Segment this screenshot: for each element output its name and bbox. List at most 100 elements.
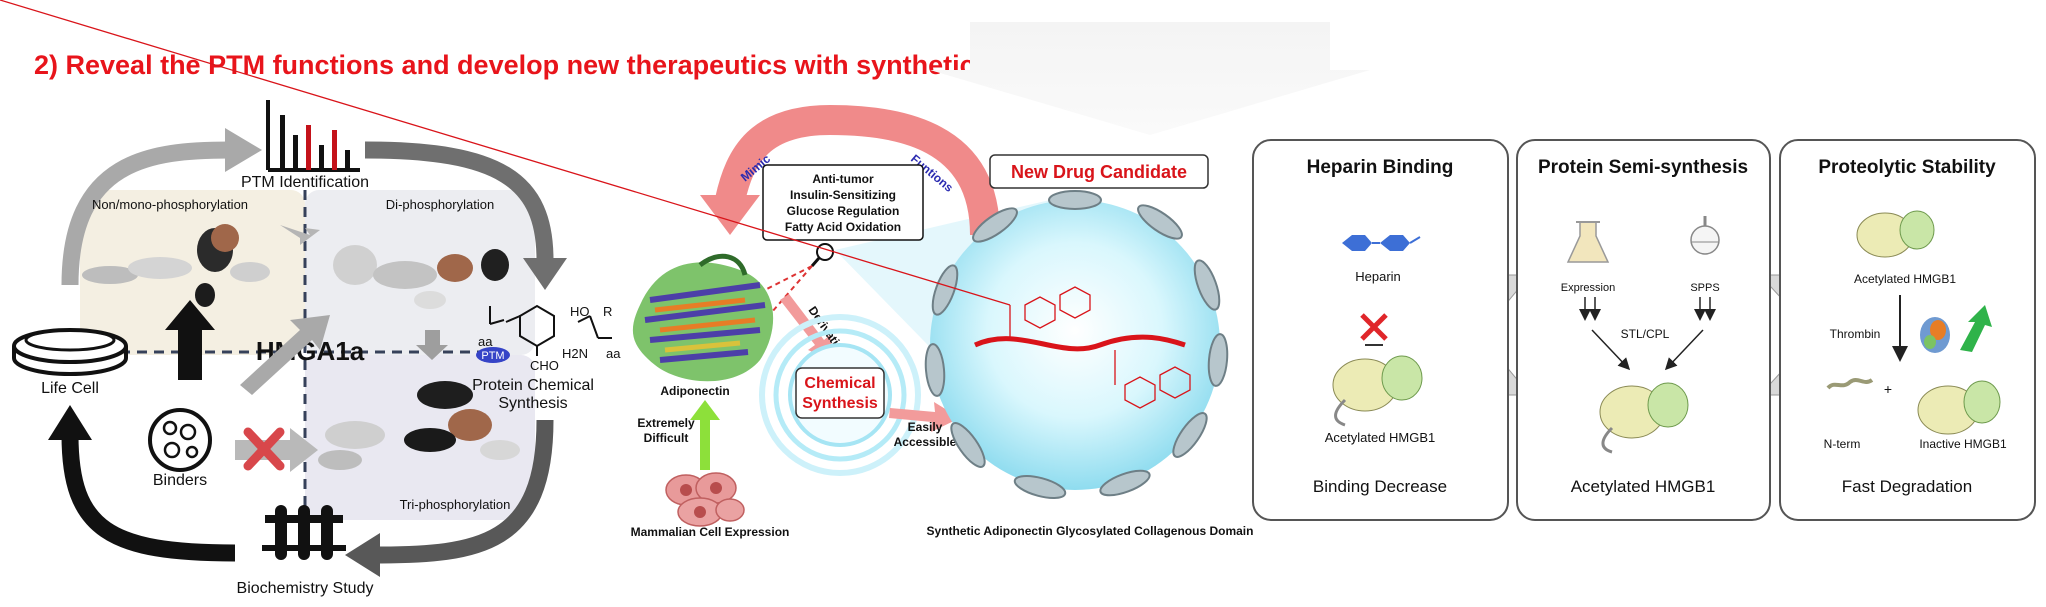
adiponectin-label: Adiponectin <box>660 384 729 398</box>
zoom-line-1 <box>754 265 813 296</box>
chem-aa2: aa <box>606 346 621 361</box>
flask-icon <box>1566 221 1610 263</box>
thrombin-label: Thrombin <box>1830 327 1881 341</box>
inactive-label: Inactive HMGB1 <box>1919 437 2007 451</box>
cycle-arrow-bottom-right-head <box>345 533 380 577</box>
magnifier-icon <box>810 243 834 267</box>
down-arrow-small <box>416 330 448 360</box>
easily-label-1: Easily <box>908 420 943 434</box>
panel-semi-title: Protein Semi-synthesis <box>1538 157 1748 178</box>
protein-structure-di <box>333 245 509 309</box>
n-term-fragment-icon <box>1826 378 1874 390</box>
blocked-arrow <box>235 428 318 472</box>
mimic-functions-arrow <box>715 104 1000 236</box>
expression-label: Expression <box>1561 282 1615 294</box>
chemical-synthesis-box <box>795 367 885 419</box>
easily-label-2: Accessible <box>894 435 957 449</box>
heparin-acetylated-label: Acetylated HMGB1 <box>1325 430 1436 445</box>
tri-label: Tri-phosphorylation <box>400 497 511 512</box>
easily-accessible-arrow <box>889 402 960 432</box>
binders-label: Binders <box>153 472 207 489</box>
binder-up-arrow <box>165 300 215 380</box>
synthesis-ring-mid <box>773 328 907 462</box>
green-up-arrow <box>690 400 720 470</box>
non-mono-label: Non/mono-phosphorylation <box>92 197 248 212</box>
adiponectin-section: Mimic Funtions Anti-tumor Insulin-Sensit… <box>0 0 1253 539</box>
panel-heparin-title: Heparin Binding <box>1307 157 1454 178</box>
function-item-4: Fatty Acid Oxidation <box>785 220 901 234</box>
drug-sphere <box>930 200 1220 490</box>
glycan-structures <box>0 0 1191 409</box>
chem-ptm: PTM <box>481 350 504 362</box>
protein-chem-label-2: Synthesis <box>498 395 567 412</box>
diagonal-arrow-small <box>280 225 320 245</box>
cycle-arrow-bottom-left <box>61 434 236 562</box>
function-item-2: Insulin-Sensitizing <box>790 188 896 202</box>
cycle-arrow-top-right <box>364 141 554 261</box>
acetylated-hmgb1-icon <box>1856 210 1935 258</box>
panel-proteolytic-footer: Fast Degradation <box>1842 477 1972 496</box>
new-drug-label: New Drug Candidate <box>1011 162 1187 182</box>
chem-cho: CHO <box>530 358 559 373</box>
panel-semi-synthesis: Protein Semi-synthesis Expression SPPS S… <box>1516 139 1771 521</box>
protein-chem-label-1: Protein Chemical <box>472 377 594 394</box>
peptide-backbone <box>973 334 1186 352</box>
test-tubes-icon <box>262 505 346 560</box>
inactive-hmgb1-icon <box>1917 380 2001 435</box>
zoom-line-2 <box>764 265 813 321</box>
biochemistry-label: Biochemistry Study <box>237 580 374 597</box>
stl-label: STL/CPL <box>1621 327 1670 341</box>
binders-icon <box>148 408 212 472</box>
ptm-badge <box>476 347 510 363</box>
panel-heparin-binding: Heparin Binding Heparin Acetylated HMGB1… <box>1252 139 1509 521</box>
sphere-ring-segments <box>924 190 1229 499</box>
protein-structure-tri <box>318 381 520 470</box>
acetylated-hmgb1-icon <box>1332 355 1423 427</box>
red-x-icon <box>243 427 285 471</box>
thrombin-structure-icon <box>1920 317 1950 353</box>
derivation-arrow <box>780 294 835 362</box>
spectrum-icon <box>266 100 360 172</box>
petri-dish-icon <box>12 328 128 376</box>
function-list-box <box>762 164 924 241</box>
di-label: Di-phosphorylation <box>386 197 494 212</box>
cycle-arrow-bottom-right <box>374 419 554 564</box>
function-item-1: Anti-tumor <box>812 172 874 186</box>
figure-title: 2) Reveal the PTM functions and develop … <box>34 50 1089 80</box>
background-arrow <box>930 22 1370 135</box>
life-cell-label: Life Cell <box>41 380 99 397</box>
chem-ho: HO <box>570 304 590 319</box>
panel-heparin-footer: Binding Decrease <box>1313 477 1447 496</box>
panel-proteolytic-title: Proteolytic Stability <box>1818 157 1996 178</box>
cycle-arrow-bottom-left-head <box>48 405 92 440</box>
adiponectin-structure-icon <box>632 253 774 382</box>
plus-sign: + <box>1884 381 1892 397</box>
panel-semi-footer: Acetylated HMGB1 <box>1571 477 1716 496</box>
chem-r: R <box>603 304 612 319</box>
ligation-structure <box>476 304 612 363</box>
acetylated-hmgb1-icon <box>1599 382 1689 454</box>
cycle-arrow-top-left-head <box>225 128 262 172</box>
ptm-cycle: PTM Identification Non/mono-phosphorylat… <box>12 100 621 597</box>
quadrant-non-mono <box>80 190 305 355</box>
extremely-label-2: Difficult <box>644 431 689 445</box>
diagonal-arrow-upper <box>240 315 330 395</box>
function-item-3: Glucose Regulation <box>787 204 900 218</box>
proteolytic-acetylated-label: Acetylated HMGB1 <box>1854 272 1956 286</box>
synthetic-adiponectin-label: Synthetic Adiponectin Glycosylated Colla… <box>927 524 1254 538</box>
cycle-arrow-top-left <box>61 141 231 286</box>
chemical-synthesis-label-2: Synthesis <box>802 395 878 412</box>
n-term-label: N-term <box>1824 437 1861 451</box>
new-drug-box <box>989 154 1209 189</box>
spps-label: SPPS <box>1690 282 1719 294</box>
mimic-functions-arrow-head <box>700 195 760 235</box>
chem-h2n: H2N <box>562 346 588 361</box>
ptm-identification-label: PTM Identification <box>241 174 369 191</box>
panel-proteolytic-stability: Proteolytic Stability Acetylated HMGB1 T… <box>1779 139 2036 521</box>
cycle-arrow-top-right-head <box>523 258 567 290</box>
chemical-synthesis-label-1: Chemical <box>804 375 875 392</box>
synthesis-ring-outer <box>759 314 921 476</box>
heparin-icon <box>1342 235 1421 251</box>
protein-structure-non-mono <box>82 224 270 307</box>
